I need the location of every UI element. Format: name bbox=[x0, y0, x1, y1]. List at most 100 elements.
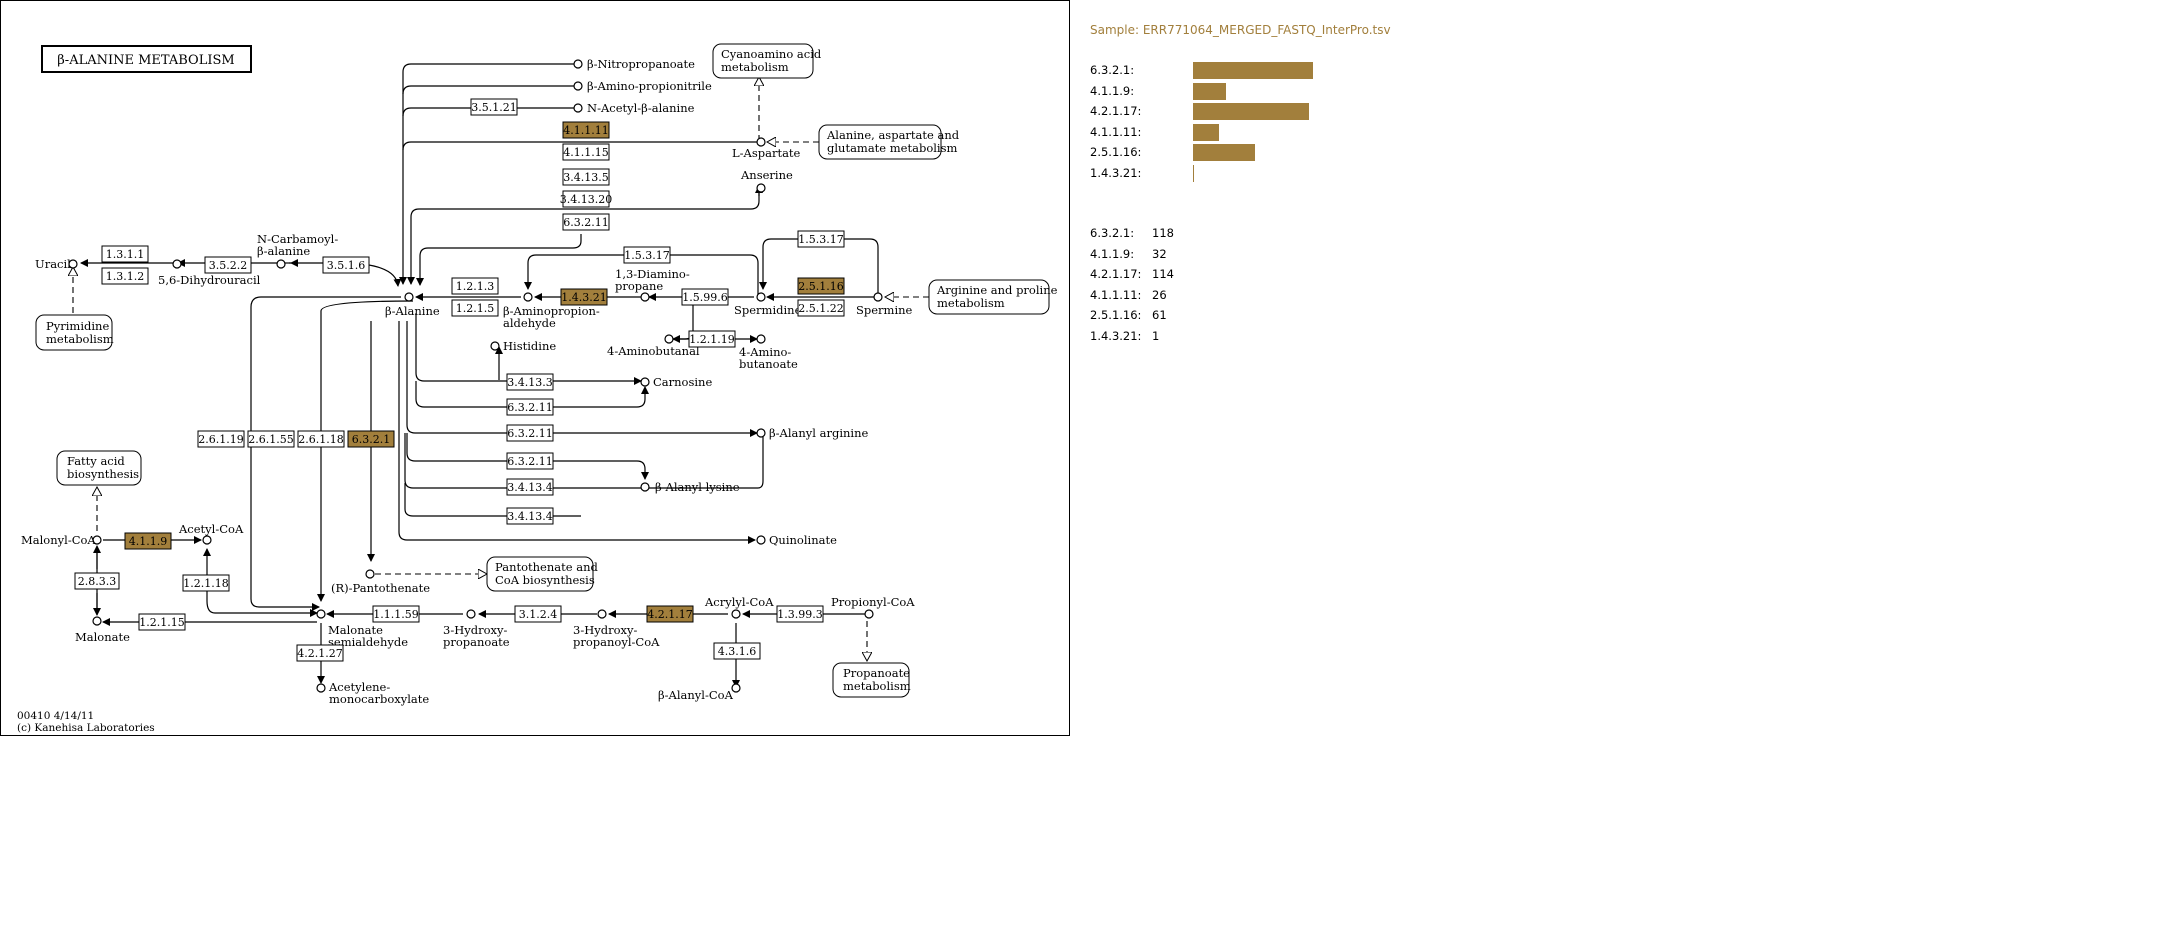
bar-label: 2.5.1.16: bbox=[1090, 145, 1142, 159]
count-value: 1 bbox=[1152, 328, 1160, 343]
svg-text:semialdehyde: semialdehyde bbox=[328, 635, 408, 649]
svg-text:3.5.2.2: 3.5.2.2 bbox=[209, 259, 247, 272]
count-label: 1.4.3.21: bbox=[1090, 328, 1142, 343]
svg-text:(R)-Pantothenate: (R)-Pantothenate bbox=[331, 581, 430, 595]
enzyme-6.3.2.11-a[interactable]: 6.3.2.11 bbox=[562, 213, 610, 231]
svg-text:4.2.1.17: 4.2.1.17 bbox=[647, 608, 692, 621]
svg-text:6.3.2.11: 6.3.2.11 bbox=[563, 216, 608, 229]
svg-text:3.4.13.4: 3.4.13.4 bbox=[507, 510, 552, 523]
pathway-box-fatty-acid[interactable]: Fatty acid biosynthesis bbox=[56, 450, 142, 486]
enzyme-6.3.2.11-c[interactable]: 6.3.2.11 bbox=[506, 424, 554, 442]
svg-text:biosynthesis: biosynthesis bbox=[67, 467, 139, 481]
bar bbox=[1193, 164, 1195, 182]
sample-label: Sample: ERR771064_MERGED_FASTQ_InterPro.… bbox=[1090, 23, 1391, 37]
svg-text:6.3.2.11: 6.3.2.11 bbox=[507, 401, 552, 414]
enzyme-2.6.1.55[interactable]: 2.6.1.55 bbox=[247, 430, 295, 448]
enzyme-3.1.2.4[interactable]: 3.1.2.4 bbox=[514, 605, 562, 623]
enzyme-1.2.1.3[interactable]: 1.2.1.3 bbox=[451, 277, 499, 295]
enzyme-1.5.3.17-b[interactable]: 1.5.3.17 bbox=[797, 230, 845, 248]
enzyme-3.4.13.4-b[interactable]: 3.4.13.4 bbox=[506, 507, 554, 525]
enzyme-1.1.1.59[interactable]: 1.1.1.59 bbox=[372, 605, 420, 623]
pathway-map: β-ALANINE METABOLISM bbox=[17, 43, 1058, 734]
svg-text:β-Nitropropanoate: β-Nitropropanoate bbox=[587, 57, 695, 71]
enzyme-1.2.1.18[interactable]: 1.2.1.18 bbox=[182, 574, 230, 592]
svg-text:propanoate: propanoate bbox=[443, 635, 510, 649]
pathway-box-propanoate[interactable]: Propanoate metabolism bbox=[832, 662, 911, 698]
abundance-panel: Sample: ERR771064_MERGED_FASTQ_InterPro.… bbox=[1090, 0, 1730, 400]
svg-text:Malonate: Malonate bbox=[75, 630, 130, 644]
svg-text:1.3.99.3: 1.3.99.3 bbox=[777, 608, 822, 621]
svg-text:CoA biosynthesis: CoA biosynthesis bbox=[495, 573, 595, 587]
enzyme-4.1.1.9[interactable]: 4.1.1.9 bbox=[124, 532, 172, 550]
enzyme-1.2.1.5[interactable]: 1.2.1.5 bbox=[451, 299, 499, 317]
pathway-box-alanine[interactable]: Alanine, aspartate and glutamate metabol… bbox=[818, 124, 960, 160]
svg-text:3.5.1.21: 3.5.1.21 bbox=[471, 101, 516, 114]
enzyme-1.4.3.21[interactable]: 1.4.3.21 bbox=[560, 288, 608, 306]
enzyme-3.4.13.4-a[interactable]: 3.4.13.4 bbox=[506, 478, 554, 496]
svg-text:2.6.1.55: 2.6.1.55 bbox=[248, 433, 293, 446]
pathway-box-pantothenate[interactable]: Pantothenate and CoA biosynthesis bbox=[486, 556, 598, 592]
svg-text:aldehyde: aldehyde bbox=[503, 316, 556, 330]
svg-text:Acetyl-CoA: Acetyl-CoA bbox=[178, 522, 244, 536]
enzyme-4.1.1.15[interactable]: 4.1.1.15 bbox=[562, 143, 610, 161]
enzyme-1.5.99.6[interactable]: 1.5.99.6 bbox=[681, 288, 729, 306]
enzyme-2.8.3.3[interactable]: 2.8.3.3 bbox=[74, 572, 120, 590]
enzyme-6.3.2.11-d[interactable]: 6.3.2.11 bbox=[506, 452, 554, 470]
enzyme-1.3.1.1[interactable]: 1.3.1.1 bbox=[101, 245, 149, 263]
svg-text:4.2.1.27: 4.2.1.27 bbox=[297, 647, 342, 660]
enzyme-4.3.1.6[interactable]: 4.3.1.6 bbox=[713, 642, 761, 660]
enzyme-3.4.13.20[interactable]: 3.4.13.20 bbox=[560, 190, 612, 208]
svg-text:3-Hydroxy-: 3-Hydroxy- bbox=[573, 623, 637, 637]
svg-text:4.3.1.6: 4.3.1.6 bbox=[718, 645, 756, 658]
svg-text:Pyrimidine: Pyrimidine bbox=[46, 319, 109, 333]
svg-text:4.1.1.11: 4.1.1.11 bbox=[563, 124, 608, 137]
svg-text:1.2.1.15: 1.2.1.15 bbox=[139, 616, 184, 629]
enzyme-2.5.1.16[interactable]: 2.5.1.16 bbox=[797, 277, 845, 295]
enzyme-1.5.3.17-a[interactable]: 1.5.3.17 bbox=[623, 246, 671, 264]
svg-text:2.8.3.3: 2.8.3.3 bbox=[78, 575, 116, 588]
svg-text:1,3-Diamino-: 1,3-Diamino- bbox=[615, 267, 690, 281]
enzyme-4.2.1.27[interactable]: 4.2.1.27 bbox=[296, 644, 344, 662]
svg-text:β-ALANINE METABOLISM: β-ALANINE METABOLISM bbox=[57, 53, 234, 68]
svg-text:metabolism: metabolism bbox=[937, 296, 1005, 310]
bar bbox=[1193, 123, 1220, 141]
enzyme-4.1.1.11[interactable]: 4.1.1.11 bbox=[562, 121, 610, 139]
enzyme-6.3.2.1[interactable]: 6.3.2.1 bbox=[347, 430, 395, 448]
enzyme-1.3.1.2[interactable]: 1.3.1.2 bbox=[101, 267, 149, 285]
svg-text:metabolism: metabolism bbox=[843, 679, 911, 693]
enzyme-2.5.1.22[interactable]: 2.5.1.22 bbox=[797, 299, 845, 317]
enzyme-1.2.1.15[interactable]: 1.2.1.15 bbox=[138, 613, 186, 631]
pathway-box-pyrimidine[interactable]: Pyrimidine metabolism bbox=[35, 314, 114, 351]
svg-text:β-Amino-propionitrile: β-Amino-propionitrile bbox=[587, 79, 712, 93]
svg-text:2.5.1.22: 2.5.1.22 bbox=[798, 302, 843, 315]
svg-text:Cyanoamino acid: Cyanoamino acid bbox=[721, 47, 822, 61]
svg-text:4-Aminobutanal: 4-Aminobutanal bbox=[607, 344, 700, 358]
svg-text:butanoate: butanoate bbox=[739, 357, 798, 371]
enzyme-6.3.2.11-b[interactable]: 6.3.2.11 bbox=[506, 398, 554, 416]
enzyme-4.2.1.17[interactable]: 4.2.1.17 bbox=[646, 605, 694, 623]
svg-text:Quinolinate: Quinolinate bbox=[769, 533, 837, 547]
enzyme-3.4.13.3[interactable]: 3.4.13.3 bbox=[506, 373, 554, 391]
enzyme-3.4.13.5[interactable]: 3.4.13.5 bbox=[562, 168, 610, 186]
svg-text:Fatty acid: Fatty acid bbox=[67, 454, 125, 468]
svg-text:metabolism: metabolism bbox=[721, 60, 789, 74]
svg-text:β-Alanyl-CoA: β-Alanyl-CoA bbox=[658, 688, 734, 702]
enzyme-3.5.1.21[interactable]: 3.5.1.21 bbox=[470, 98, 518, 116]
enzyme-3.5.2.2[interactable]: 3.5.2.2 bbox=[204, 256, 252, 274]
count-label: 2.5.1.16: bbox=[1090, 308, 1142, 322]
svg-text:glutamate metabolism: glutamate metabolism bbox=[827, 141, 957, 155]
svg-text:Malonate: Malonate bbox=[328, 623, 383, 637]
svg-text:1.4.3.21: 1.4.3.21 bbox=[561, 291, 606, 304]
svg-text:1.5.3.17: 1.5.3.17 bbox=[624, 249, 669, 262]
count-value: 32 bbox=[1152, 246, 1167, 261]
enzyme-1.2.1.19[interactable]: 1.2.1.19 bbox=[688, 330, 736, 348]
enzyme-2.6.1.19[interactable]: 2.6.1.19 bbox=[197, 430, 245, 448]
enzyme-3.5.1.6[interactable]: 3.5.1.6 bbox=[322, 256, 370, 274]
bar-label: 4.1.1.9: bbox=[1090, 83, 1135, 98]
bar bbox=[1193, 62, 1313, 79]
map-title: β-ALANINE METABOLISM bbox=[41, 45, 252, 73]
pathway-box-cyanoamino[interactable]: Cyanoamino acid metabolism bbox=[712, 43, 822, 79]
enzyme-1.3.99.3[interactable]: 1.3.99.3 bbox=[776, 605, 824, 623]
enzyme-2.6.1.18[interactable]: 2.6.1.18 bbox=[297, 430, 345, 448]
pathway-box-arginine[interactable]: Arginine and proline metabolism bbox=[928, 279, 1058, 315]
